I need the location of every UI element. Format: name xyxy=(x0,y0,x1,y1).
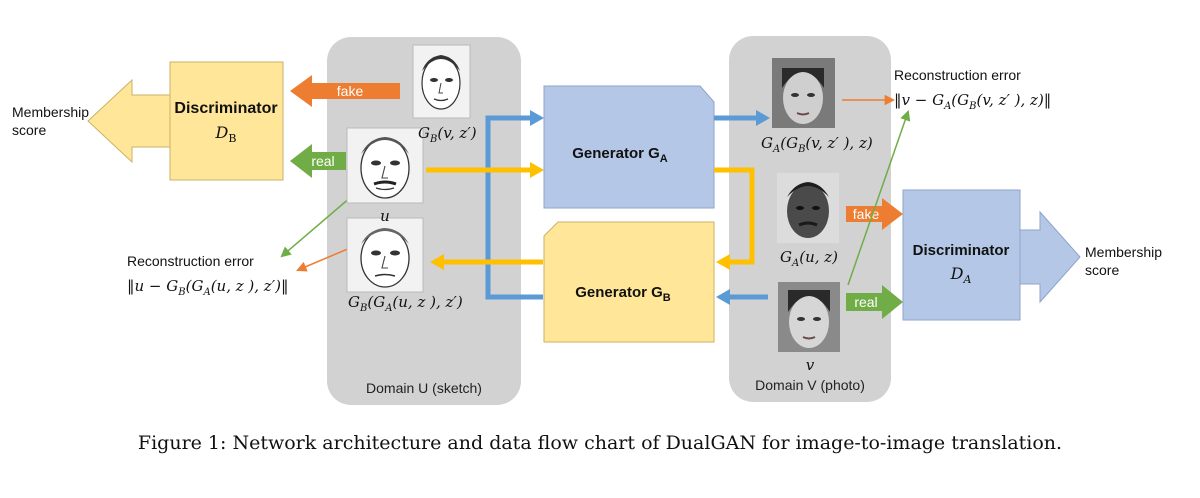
yellow-arrow-ga-loop xyxy=(714,167,755,265)
domain-u-label: Domain U (sketch) xyxy=(366,380,482,396)
face-ga-uz xyxy=(777,173,839,243)
label-ga-uz: GA(u, z) xyxy=(780,248,838,269)
blue-arrowheads xyxy=(530,110,770,305)
blue-arrowhead-into-vface xyxy=(756,110,770,126)
fake-arrow-left-label: fake xyxy=(337,83,364,99)
discriminator-b-symbol: DB xyxy=(215,123,237,145)
label-u: u xyxy=(380,207,390,225)
generator-b-box xyxy=(543,221,715,343)
label-v: v xyxy=(806,356,815,374)
face-u xyxy=(346,127,424,204)
recon-right-title: Reconstruction error xyxy=(894,67,1021,83)
fake-arrow-right: fake xyxy=(846,198,903,230)
discriminator-a-box xyxy=(902,189,1021,321)
blue-flow-arrows xyxy=(485,115,768,300)
blue-arrowhead-into-ga xyxy=(530,110,544,126)
blue-arrowhead-into-gb xyxy=(716,289,730,305)
label-gb-ga-uz: GB(GA(u, z ), z′) xyxy=(348,293,463,314)
discriminator-a-title: Discriminator xyxy=(913,242,1010,259)
yellow-flow-arrows xyxy=(426,167,755,265)
label-gb-vz: GB(v, z′) xyxy=(418,124,477,145)
blue-arrow-gb-output-loop xyxy=(485,115,543,300)
real-arrow-left-label: real xyxy=(311,153,334,169)
membership-left-arrow xyxy=(87,78,171,164)
real-arrow-right: real xyxy=(846,285,903,319)
real-arrow-left: real xyxy=(290,144,346,178)
generator-a-box xyxy=(543,85,715,209)
membership-right-line1: Membership xyxy=(1085,244,1162,260)
real-arrow-right-label: real xyxy=(854,294,877,310)
face-gb-vz xyxy=(412,44,471,119)
recon-right-green-line xyxy=(847,110,911,286)
recon-left-title: Reconstruction error xyxy=(127,253,254,269)
domain-v-label: Domain V (photo) xyxy=(755,377,865,393)
membership-right-arrow xyxy=(1019,210,1081,304)
membership-right-line2: score xyxy=(1085,262,1119,278)
discriminator-b-box xyxy=(169,61,284,181)
face-ga-gb-vz xyxy=(772,58,835,128)
recon-right-formula: ‖v − GA(GB(v, z′ ), z)‖ xyxy=(894,91,1051,112)
membership-left-line2: score xyxy=(12,122,46,138)
generator-a-label: Generator GA xyxy=(572,145,668,165)
face-v xyxy=(778,282,840,352)
discriminator-b-title: Discriminator xyxy=(174,100,277,117)
figure-caption: Figure 1: Network architecture and data … xyxy=(137,432,1063,454)
face-gb-ga-uz xyxy=(346,217,424,293)
label-ga-gb-vz: GA(GB(v, z′ ), z) xyxy=(761,134,873,155)
recon-left-orange-line xyxy=(296,247,351,272)
membership-left-line1: Membership xyxy=(12,104,89,120)
yellow-arrowheads xyxy=(430,162,730,270)
fake-arrow-right-label: fake xyxy=(853,206,880,222)
generator-b-label: Generator GB xyxy=(575,284,671,304)
dualgan-diagram: Domain U (sketch) Domain V (photo) Discr… xyxy=(12,36,1162,405)
fake-arrow-left: fake xyxy=(290,75,400,107)
discriminator-a-symbol: DA xyxy=(950,264,972,286)
recon-left-formula: ‖u − GB(GA(u, z ), z′)‖ xyxy=(127,277,288,298)
